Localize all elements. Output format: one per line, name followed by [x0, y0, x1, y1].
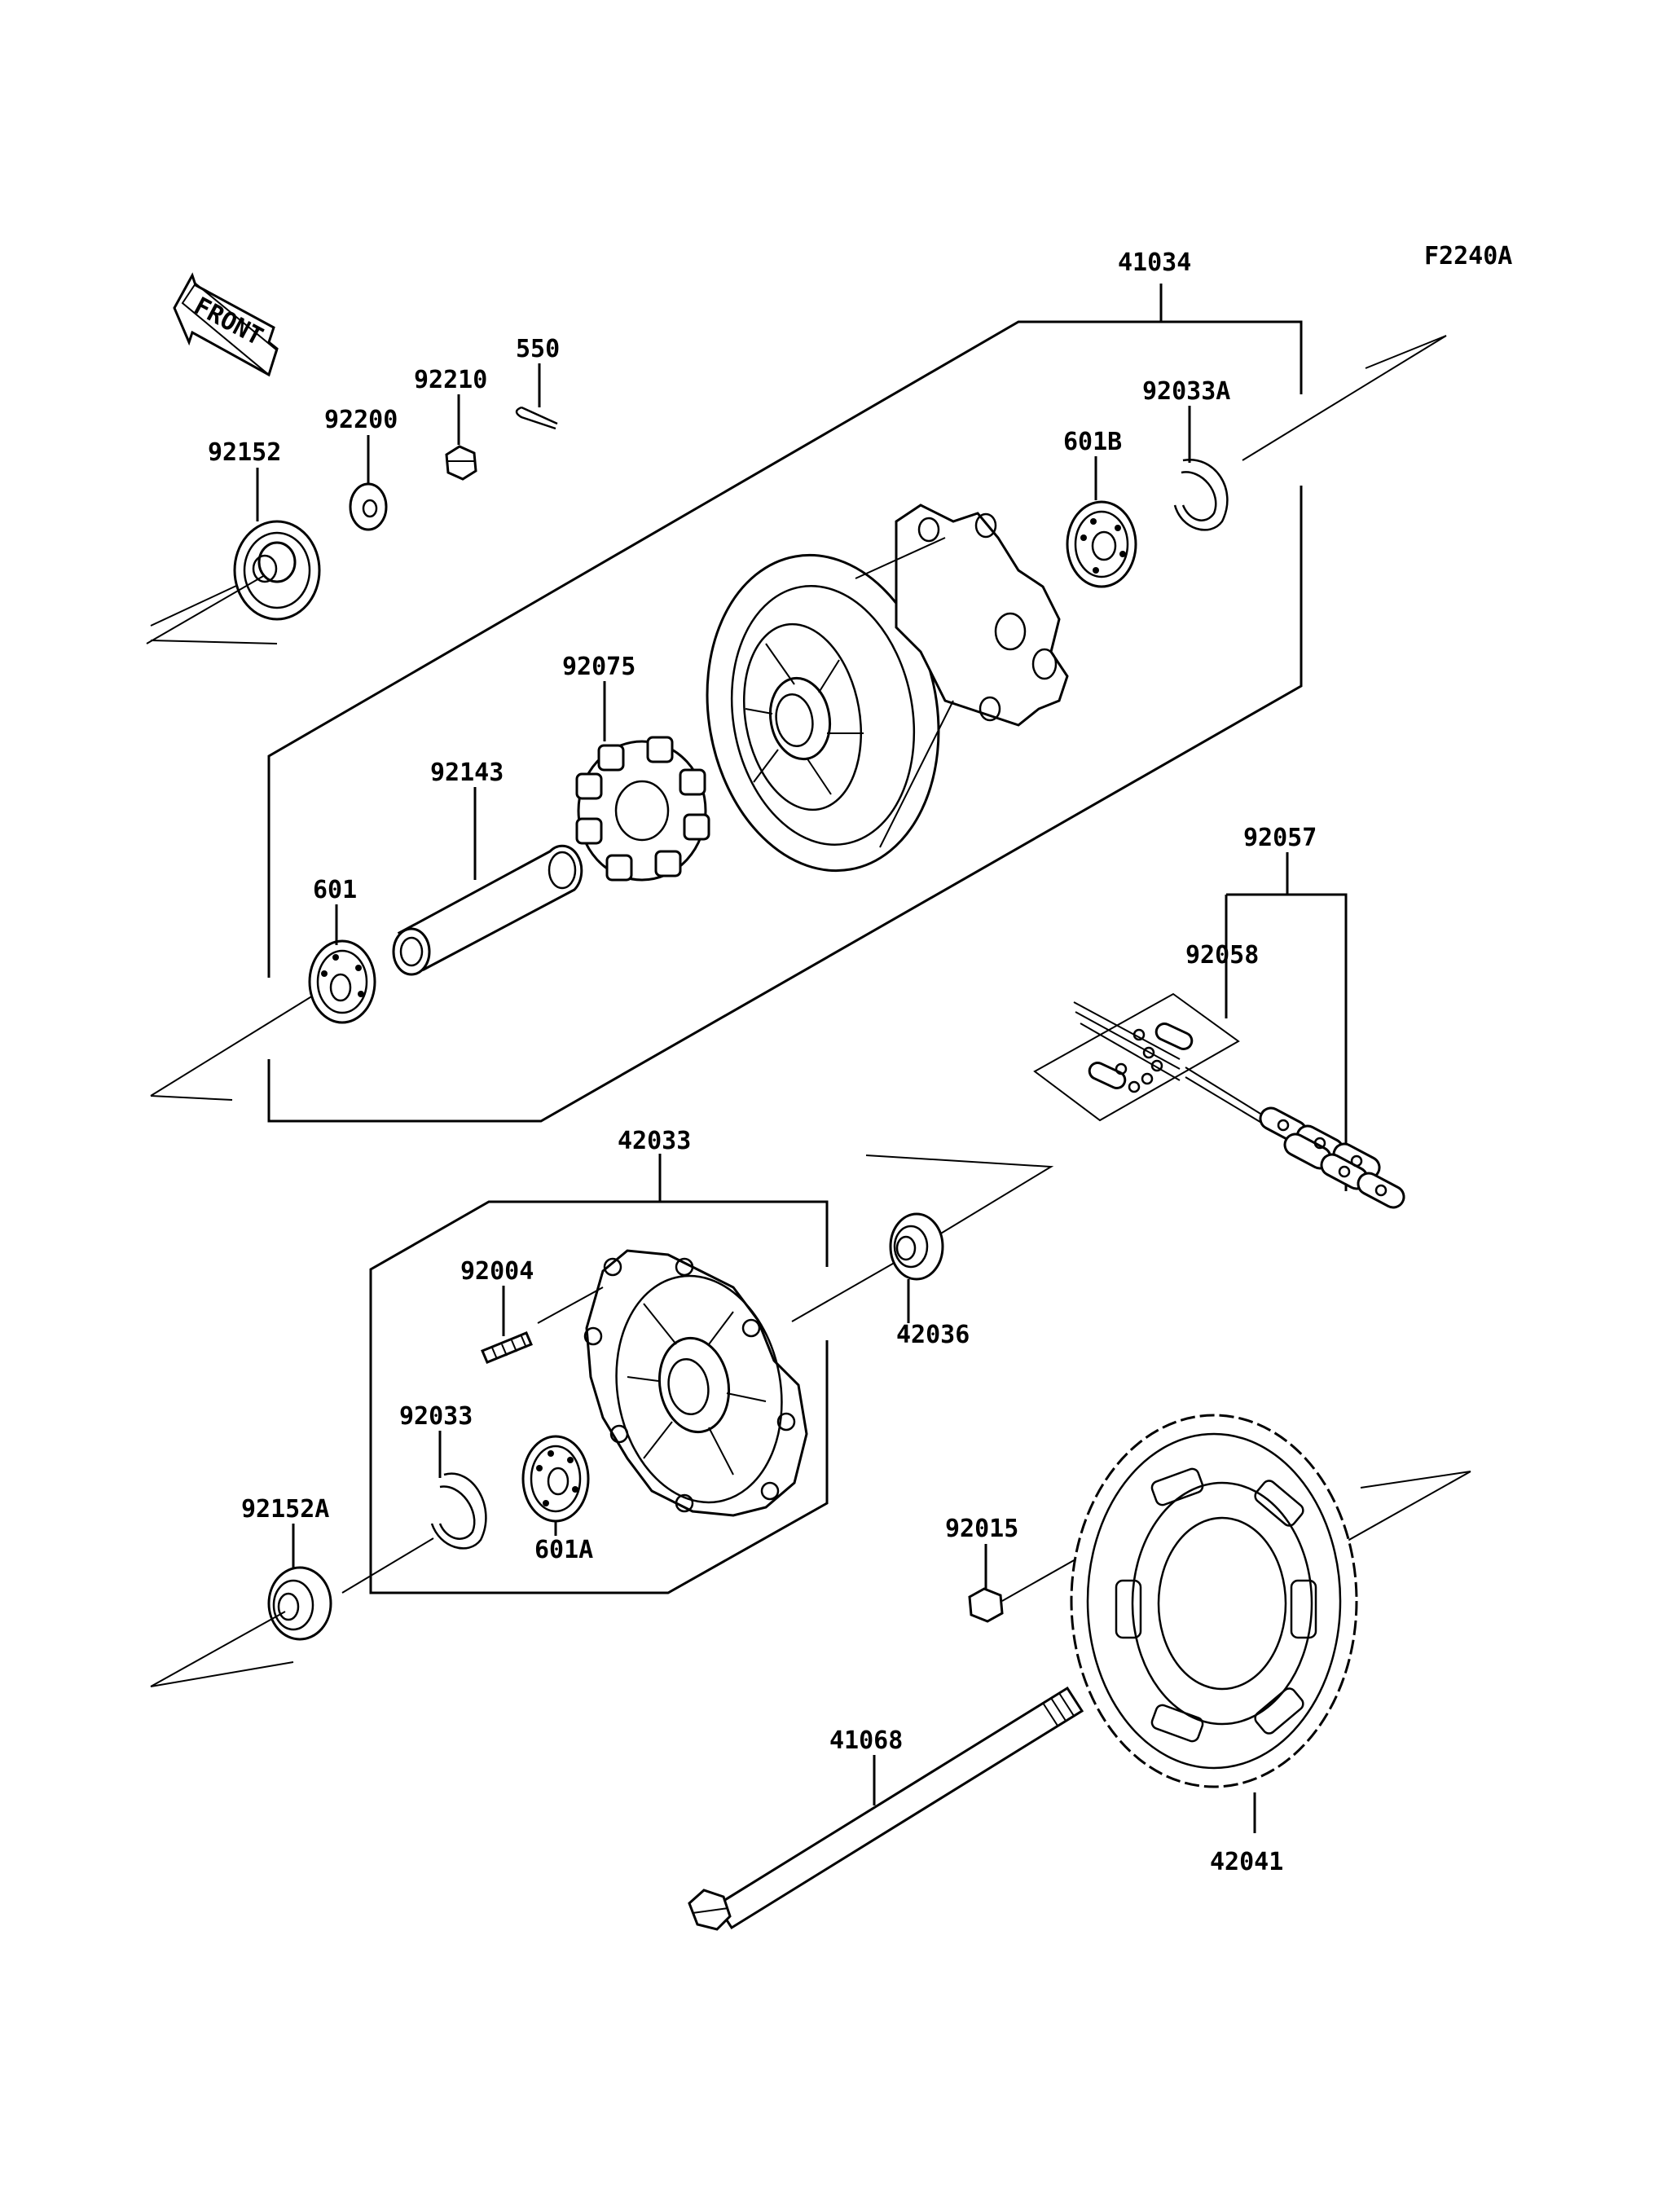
label-601B: 601B	[1063, 428, 1122, 456]
lower-axle-line	[791, 1154, 1054, 1322]
stud-92004	[481, 1286, 604, 1364]
label-92033: 92033	[399, 1402, 473, 1431]
label-92210: 92210	[414, 366, 487, 394]
bearing-601B	[1066, 500, 1137, 588]
nut-92210	[445, 445, 477, 481]
damper-92075	[575, 736, 710, 882]
label-92057: 92057	[1243, 824, 1317, 852]
collar-42036	[889, 1212, 944, 1281]
left-axle-line	[150, 982, 335, 1101]
spacer-92143	[392, 844, 583, 976]
washer-92200	[349, 482, 388, 531]
label-42041: 42041	[1210, 1848, 1283, 1876]
circlip-92033A	[1173, 458, 1229, 531]
wheel-assembly-bracket	[267, 284, 1303, 1123]
rear-sprocket-42041	[1070, 1414, 1358, 1788]
label-550: 550	[516, 335, 560, 363]
label-42033: 42033	[618, 1127, 691, 1155]
sprocket-coupling-42033	[583, 1249, 808, 1517]
label-42036: 42036	[896, 1321, 970, 1349]
rear-wheel-hub	[706, 504, 1069, 873]
label-92143: 92143	[430, 759, 504, 787]
label-92200: 92200	[324, 406, 398, 434]
bearing-601	[308, 939, 376, 1024]
label-92004: 92004	[460, 1257, 534, 1286]
circlip-92033	[430, 1472, 487, 1550]
label-92152: 92152	[208, 438, 281, 467]
label-601A: 601A	[534, 1536, 593, 1564]
collar-92152	[146, 520, 321, 644]
chain-bracket-92057	[1226, 893, 1348, 1191]
rear-axle-41068	[688, 1686, 1084, 1931]
chain-joint-92058	[1033, 992, 1272, 1129]
bearing-601A	[521, 1435, 590, 1523]
label-92075: 92075	[562, 653, 635, 681]
label-92152A: 92152A	[241, 1495, 329, 1524]
figure-code: F2240A	[1424, 242, 1512, 270]
label-92015: 92015	[945, 1515, 1018, 1543]
label-92058: 92058	[1185, 941, 1259, 970]
label-92033A: 92033A	[1142, 377, 1230, 406]
sprocket-axle-line	[1334, 1471, 1471, 1549]
label-601: 601	[313, 876, 357, 904]
cotter-pin-550	[515, 406, 558, 430]
label-41034: 41034	[1118, 248, 1191, 277]
drive-chain	[1259, 1106, 1405, 1209]
label-41068: 41068	[829, 1726, 903, 1755]
collar-92152A	[150, 1537, 434, 1687]
front-arrow-icon: FRONT	[173, 272, 279, 377]
coupling-assembly-bracket	[369, 1154, 829, 1594]
